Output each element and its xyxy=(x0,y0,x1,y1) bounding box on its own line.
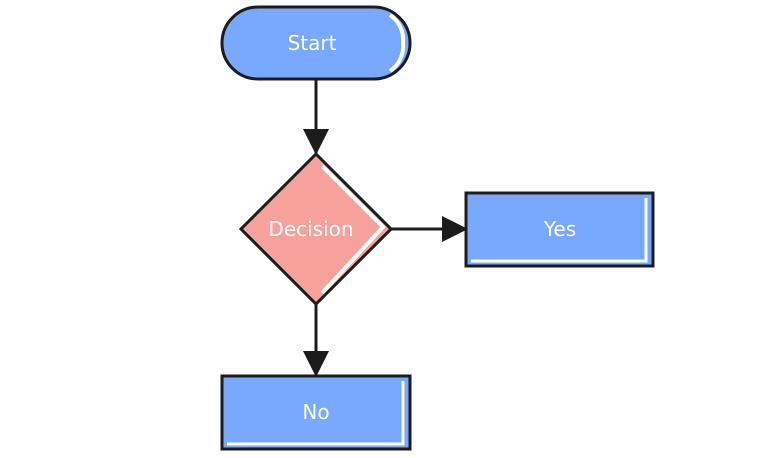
decision-diamond-shape xyxy=(238,151,394,307)
decision-node: Decision xyxy=(238,151,394,307)
yes-node: Yes xyxy=(464,191,655,268)
no-process-shape xyxy=(220,374,412,451)
no-process-highlight xyxy=(227,381,405,446)
start-node-label: Start xyxy=(288,31,337,55)
yes-node-label: Yes xyxy=(543,217,576,241)
decision-node-label: Decision xyxy=(268,217,353,241)
start-terminal-highlight xyxy=(388,13,406,73)
start-terminal-shape xyxy=(220,5,412,81)
decision-diamond-highlight xyxy=(320,164,386,295)
no-node: No xyxy=(220,374,412,451)
yes-process-highlight xyxy=(471,198,648,263)
connectors xyxy=(303,80,468,377)
start-node: Start xyxy=(220,5,412,81)
yes-process-shape xyxy=(464,191,655,268)
no-node-label: No xyxy=(302,400,329,424)
